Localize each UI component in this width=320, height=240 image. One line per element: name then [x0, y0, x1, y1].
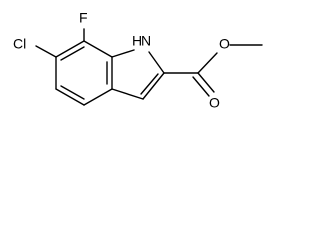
double-bond-c5-c4-inner [60, 85, 85, 100]
bond-ccarbonyl-oether [197, 52, 218, 74]
bond-c7a-c7 [83, 40, 113, 58]
bond-c7a-n1 [111, 49, 135, 58]
bond-c4-c3a [83, 88, 113, 106]
nh-hydrogen-label: H [132, 33, 142, 49]
double-bond-c2-c3-inner [140, 73, 159, 95]
nitrogen-label: N [141, 33, 151, 49]
carbonyl-oxygen-label: O [209, 95, 220, 111]
bond-ccarbonyl-ocarbonyl [197, 72, 215, 93]
bond-c2-c3 [142, 72, 165, 100]
bond-c7-c6 [55, 40, 85, 58]
bond-ccarbonyl-ocarbonyl-second [192, 76, 210, 97]
double-bond-c7-c6-inner [60, 46, 85, 61]
bond-c6-cl [35, 45, 57, 58]
molecule-svg: F Cl H N O O [13, 10, 263, 111]
bond-c5-c4 [55, 88, 85, 106]
structure-diagram: F Cl H N O O [0, 0, 282, 134]
fluorine-label: F [79, 10, 88, 26]
bond-n1-c2 [148, 51, 165, 74]
bond-c3-c3a [111, 88, 144, 100]
ether-oxygen-label: O [219, 36, 230, 52]
chlorine-label: Cl [13, 36, 26, 52]
